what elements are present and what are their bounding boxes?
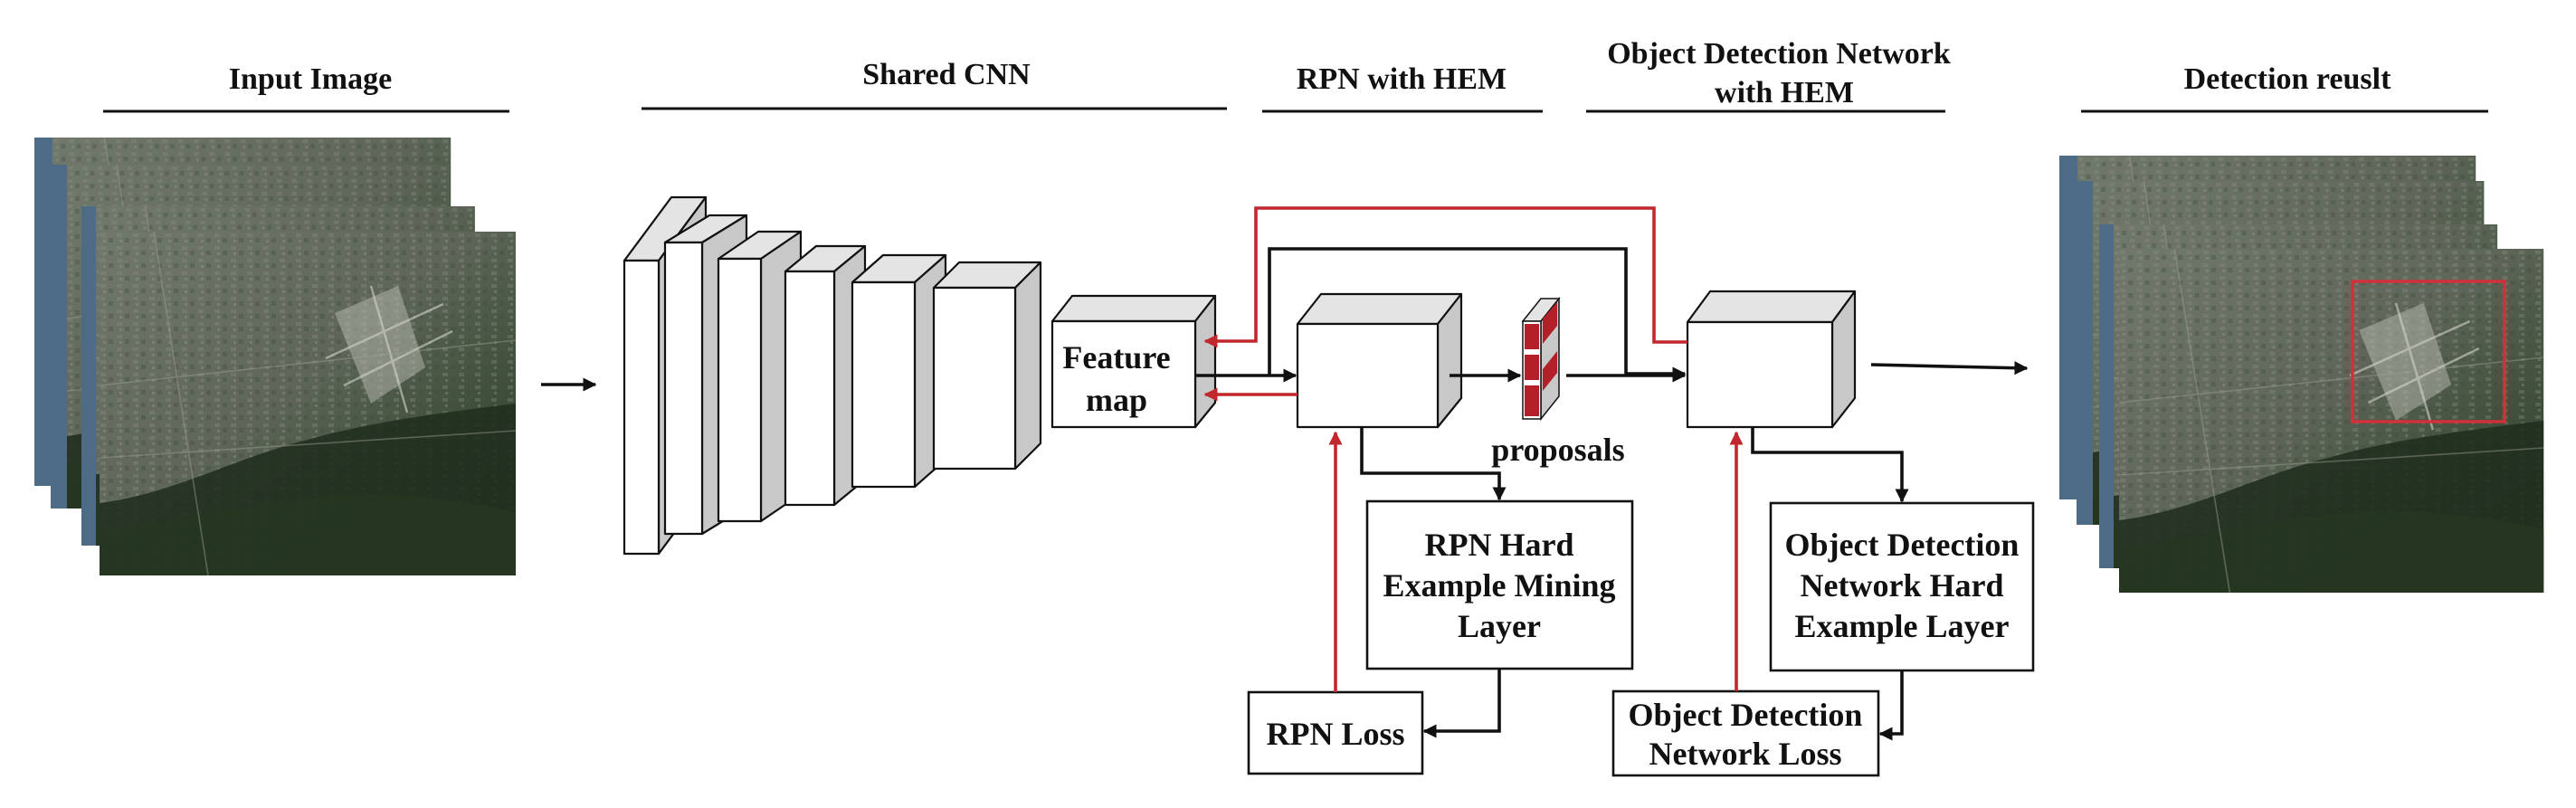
rpn-block <box>1296 292 1463 429</box>
shared-cnn-layers <box>623 195 1042 556</box>
arrow-feature-to-odn <box>1268 247 1687 381</box>
rpn-loss-box <box>1247 690 1424 775</box>
rpn-hard-example-line1: RPN Hard <box>1425 527 1574 563</box>
feature-map-label-line2: map <box>1086 382 1147 418</box>
detection-bounding-box <box>2351 280 2506 423</box>
header-input-image: Input Image <box>229 62 392 96</box>
odn-hard-example-line1: Object Detection <box>1785 527 2020 563</box>
header-odn-hem-line1: Object Detection Network <box>1607 37 1951 71</box>
odn-hard-example-box <box>1769 501 2035 672</box>
header-rpn-hem: RPN with HEM <box>1297 62 1507 96</box>
odn-hard-example-line2: Network Hard <box>1801 567 2004 604</box>
cnn-layer-5 <box>851 253 947 489</box>
header-odn-hem-line2: with HEM <box>1715 76 1854 109</box>
input-image-stack <box>34 136 518 577</box>
arrow-rpn-to-hard-example <box>1360 427 1507 501</box>
cnn-layer-4 <box>784 244 867 507</box>
arrow-odn-to-result <box>1870 361 2029 375</box>
detection-result-stack <box>2059 154 2545 594</box>
header-detection-result: Detection reuslt <box>2184 62 2391 96</box>
forward-arrows <box>1195 247 2029 741</box>
arrow-odn-to-feature-map <box>1203 206 1687 348</box>
feature-map-label-line1: Feature <box>1062 339 1170 375</box>
cnn-layer-6 <box>932 261 1042 471</box>
arrow-hard-example-to-odn-loss <box>1878 670 1904 741</box>
odn-loss-line1: Object Detection <box>1629 697 1863 733</box>
backprop-arrows <box>1203 206 1744 692</box>
odn-loss-line2: Network Loss <box>1649 736 1842 772</box>
proposals-icon <box>1521 296 1561 422</box>
arrow-hard-example-to-rpn-loss <box>1422 669 1501 738</box>
rpn-hard-example-mining-box <box>1365 499 1634 670</box>
odn-hard-example-line3: Example Layer <box>1795 608 2010 644</box>
header-shared-cnn: Shared CNN <box>862 58 1031 91</box>
rpn-hard-example-line2: Example Mining <box>1383 567 1615 604</box>
feature-map-block <box>1050 294 1217 429</box>
proposals-label: proposals <box>1491 432 1624 468</box>
odn-loss-box <box>1611 689 1880 777</box>
rpn-loss-label: RPN Loss <box>1266 716 1404 752</box>
input-satellite-image <box>98 230 518 577</box>
rpn-hard-example-line3: Layer <box>1458 608 1541 644</box>
arrow-odn-to-hard-example <box>1751 427 1909 503</box>
object-detection-network-block <box>1686 290 1857 429</box>
